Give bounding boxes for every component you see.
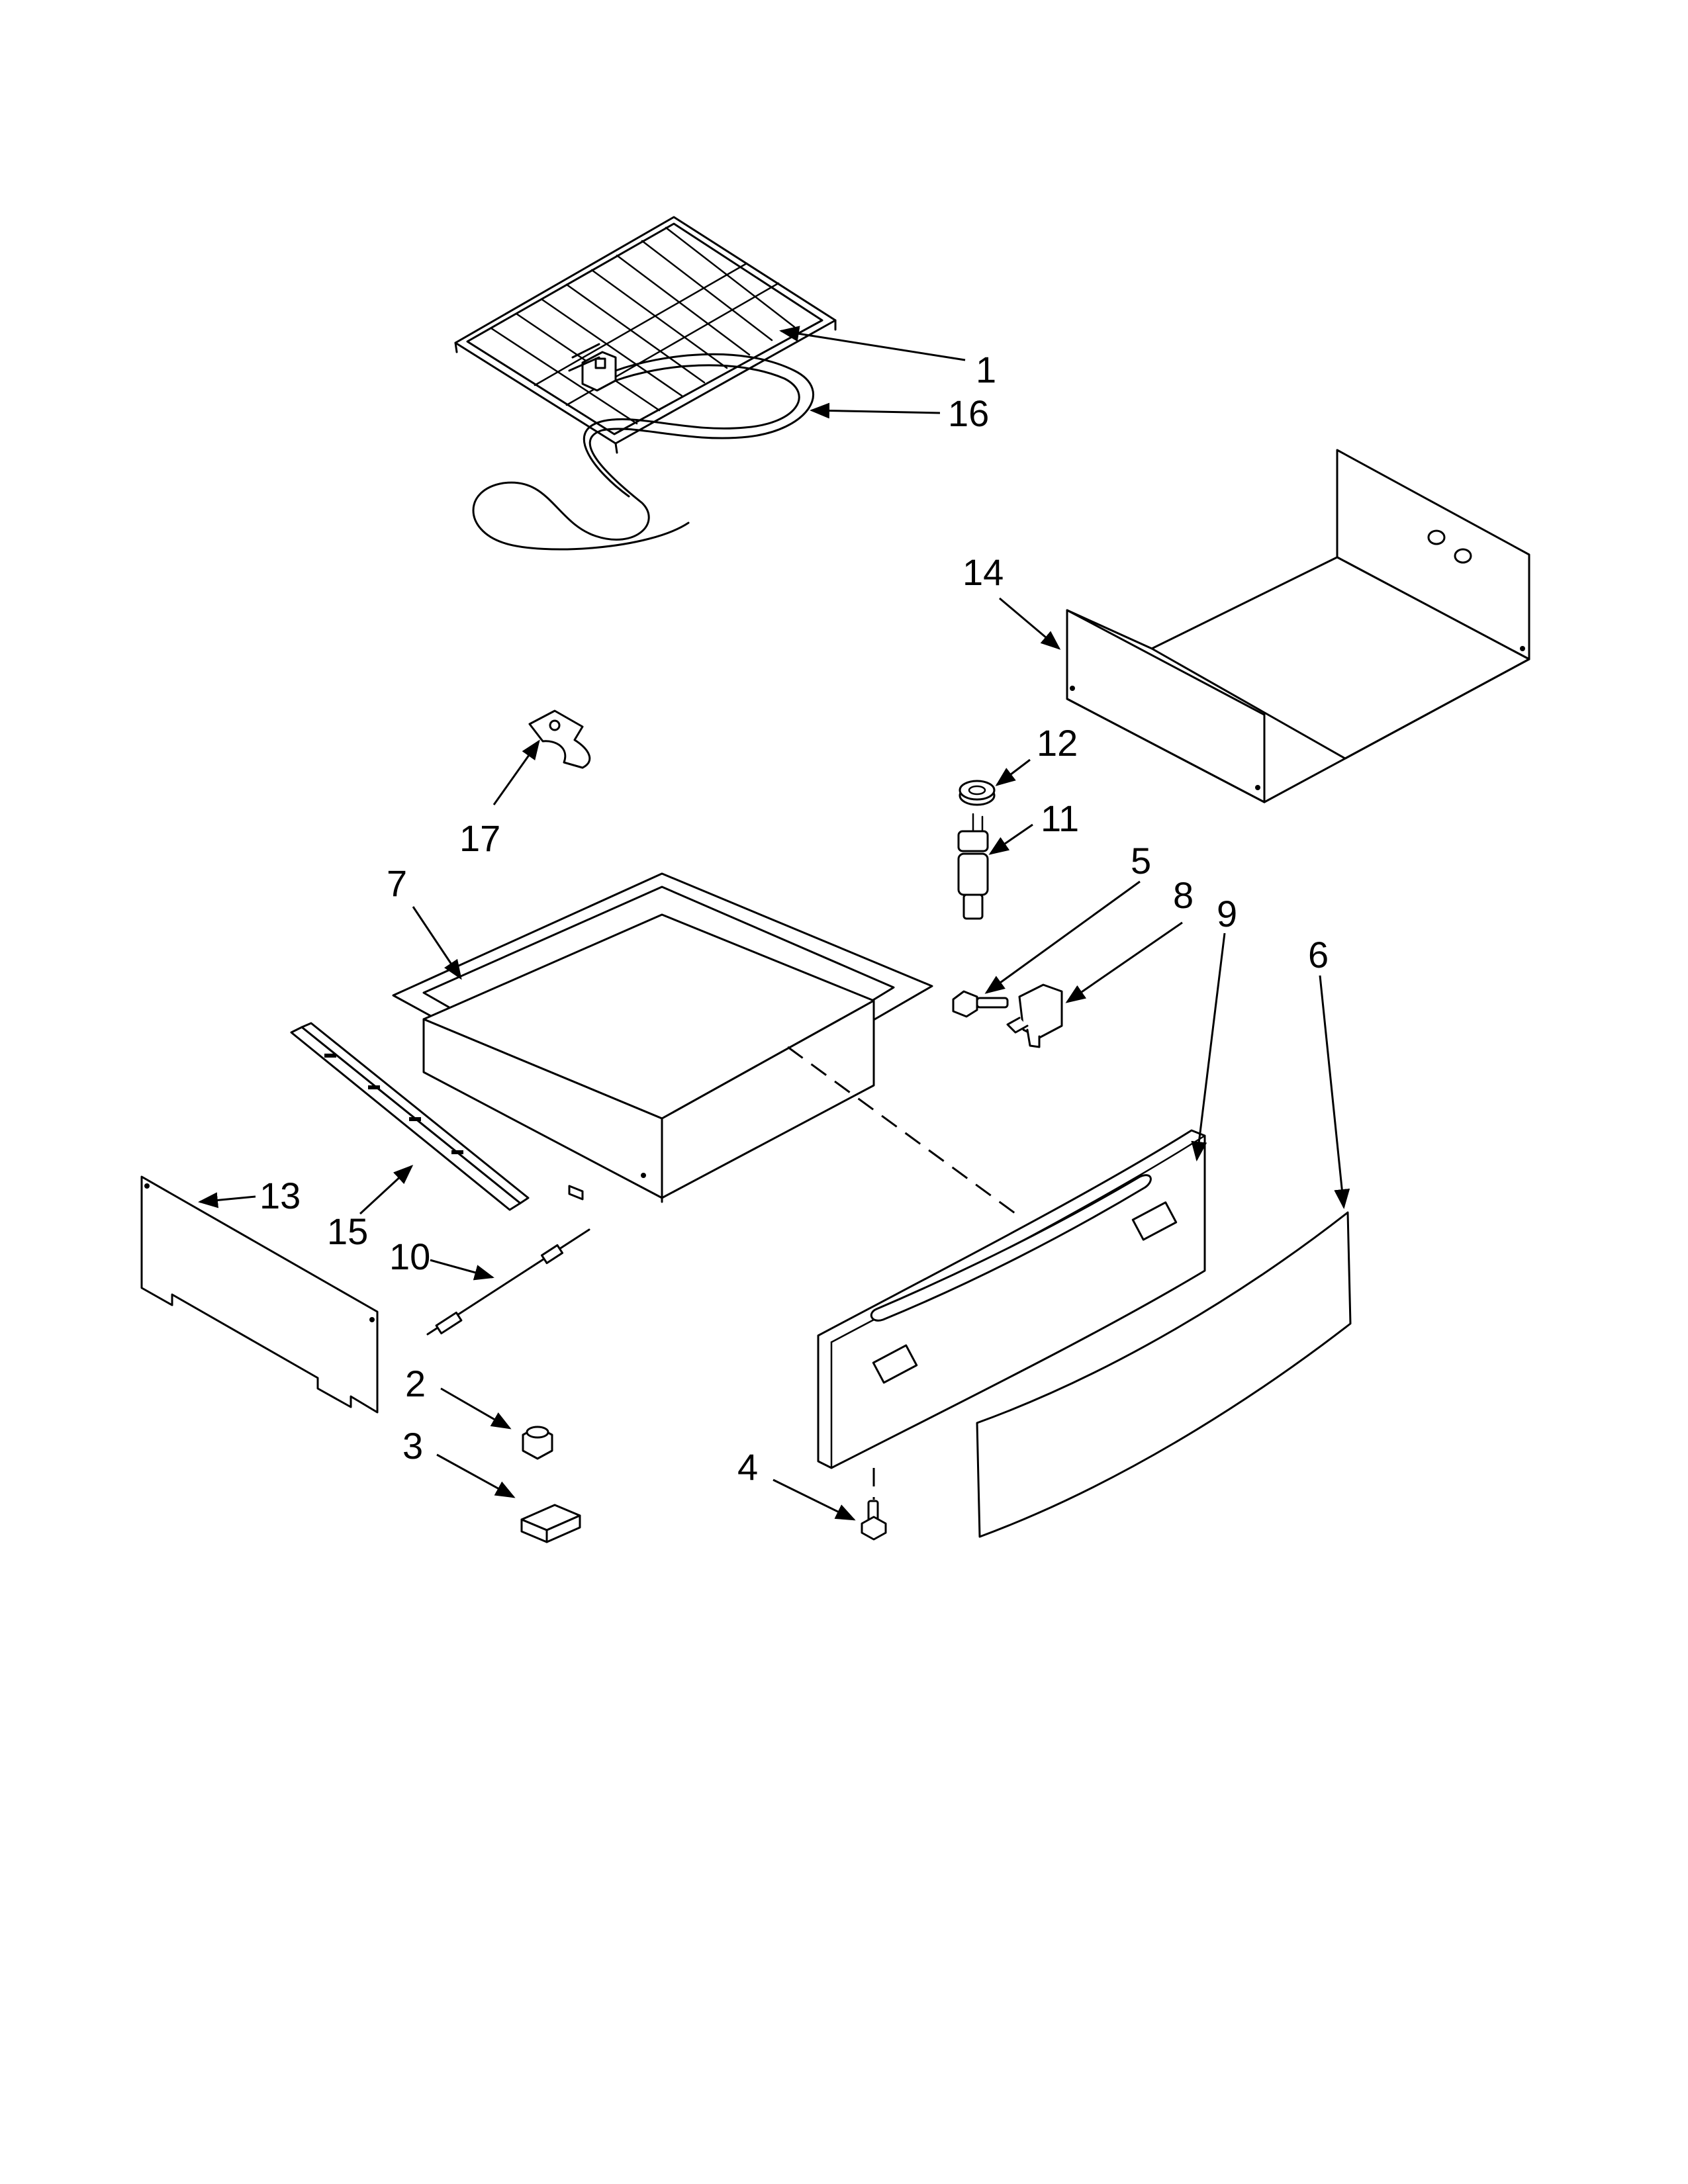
callout-2: 2 xyxy=(405,1363,426,1404)
callout-6: 6 xyxy=(1308,934,1329,976)
callout-17: 17 xyxy=(459,817,500,859)
drawer-front-part xyxy=(817,1129,1206,1469)
callout-1: 1 xyxy=(976,349,996,390)
callout-9: 9 xyxy=(1217,893,1237,934)
panel-insert-part xyxy=(976,1211,1352,1538)
callout-15: 15 xyxy=(327,1210,368,1252)
screw-part xyxy=(952,990,1009,1018)
callout-11: 11 xyxy=(1041,797,1079,839)
callout-5: 5 xyxy=(1131,840,1151,882)
leader-arrows xyxy=(198,326,1350,1521)
alignment-dashed-line xyxy=(787,1046,1020,1218)
callout-13: 13 xyxy=(259,1175,301,1216)
callout-8: 8 xyxy=(1173,874,1194,916)
callout-7: 7 xyxy=(387,862,407,904)
callout-16: 16 xyxy=(948,392,989,434)
callout-14: 14 xyxy=(962,551,1004,593)
mounting-screw-part xyxy=(861,1500,887,1541)
oven-rack-part xyxy=(454,216,837,454)
bake-element-part xyxy=(472,343,814,551)
callout-12: 12 xyxy=(1037,722,1078,764)
sensor-part xyxy=(957,813,989,920)
callout-4: 4 xyxy=(737,1446,758,1488)
callout-10: 10 xyxy=(389,1236,430,1277)
callout-3: 3 xyxy=(402,1425,423,1467)
probe-rod-part xyxy=(426,1228,590,1336)
clip-part xyxy=(1006,983,1063,1048)
cap-nut-part xyxy=(522,1426,553,1460)
foot-block-part xyxy=(520,1504,581,1543)
drawer-pan-part xyxy=(392,872,933,1203)
rear-panel-part xyxy=(140,1175,379,1414)
slide-rail-part xyxy=(290,1022,530,1211)
bracket-part xyxy=(528,709,591,769)
lock-nut-part xyxy=(959,780,996,806)
drawer-enclosure-part xyxy=(1066,449,1530,803)
